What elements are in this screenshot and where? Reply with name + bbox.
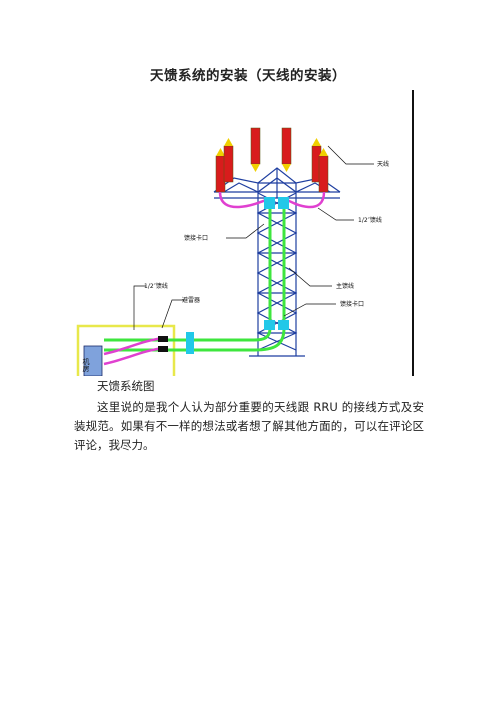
leader-lines — [133, 145, 374, 330]
feeder-system-diagram: 机房 — [76, 90, 414, 376]
page-title: 天馈系统的安装（天线的安装） — [150, 68, 346, 84]
equipment-room-box — [76, 324, 176, 376]
lightning-arrester-label: 避雷器 — [182, 296, 200, 304]
grounding-clamp-top-label: 馈接卡口 — [184, 234, 208, 242]
half-inch-feeder-top-label: 1/2″馈线 — [358, 216, 382, 224]
main-feeder-label: 主馈线 — [336, 282, 354, 290]
connectors — [158, 197, 289, 354]
body-paragraph: 这里说的是我个人认为部分重要的天线跟 RRU 的接线方式及安装规范。如果有不一样… — [74, 400, 424, 452]
main-feeders — [104, 200, 286, 352]
antennas — [215, 127, 329, 193]
tower — [213, 167, 341, 357]
figure-caption: 天馈系统图 — [97, 379, 155, 393]
equipment-room-label: 机房 — [82, 357, 90, 373]
antenna-label: 天线 — [377, 160, 389, 168]
grounding-clamp-bottom-label: 馈接卡口 — [340, 300, 364, 308]
equipment-room — [83, 345, 103, 376]
half-inch-feeder-left-label: 1/2″馈线 — [144, 282, 168, 290]
